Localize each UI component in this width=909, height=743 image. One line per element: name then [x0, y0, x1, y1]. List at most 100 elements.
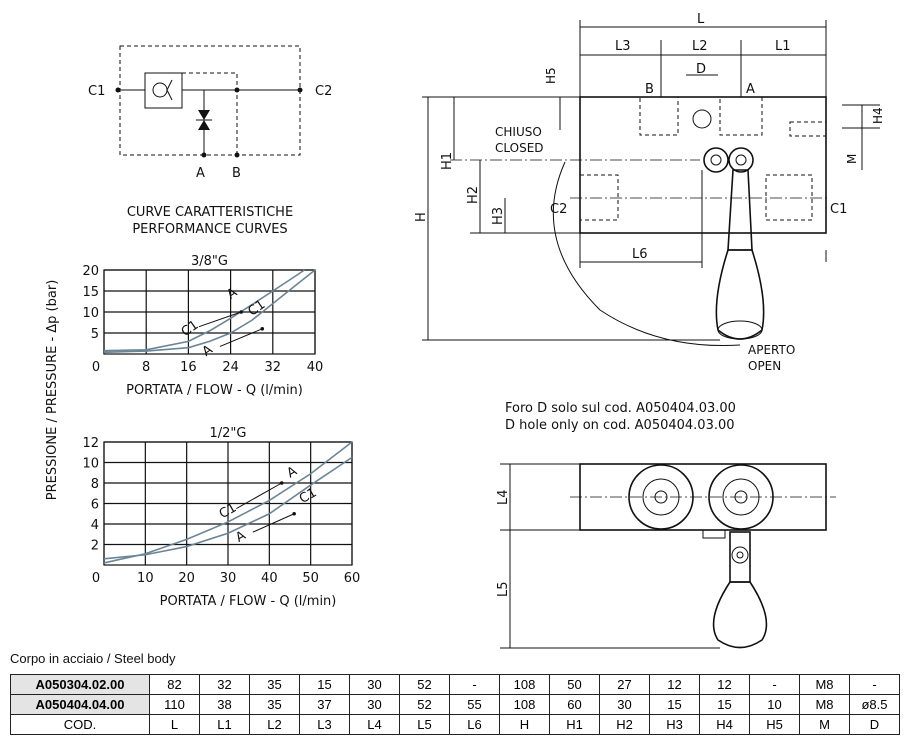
y-tick-label: 6 — [91, 498, 99, 513]
table-cell: - — [449, 674, 500, 695]
table-cell: 12 — [649, 674, 700, 695]
table-cell: 38 — [199, 694, 250, 715]
table-cell: - — [849, 674, 900, 695]
closed-label-it: CHIUSO — [495, 125, 542, 139]
x-tick-label: 60 — [344, 571, 361, 586]
x-tick-label: 0 — [92, 360, 100, 375]
dim-h: H — [414, 212, 429, 222]
port-label-c1: C1 — [88, 84, 105, 99]
table-cell: 15 — [699, 694, 750, 715]
note-it: Foro D solo sul cod. A050404.03.00 — [505, 401, 736, 416]
table-cell: 60 — [549, 694, 600, 715]
x-tick-label: 40 — [307, 360, 324, 375]
chart-title: 1/2"G — [210, 426, 247, 441]
x-tick-label: 16 — [180, 360, 197, 375]
x-tick-label: 24 — [222, 360, 239, 375]
arrow-head — [292, 511, 296, 516]
table-cell: 30 — [599, 694, 650, 715]
table-cell: 108 — [499, 674, 550, 695]
table-cell: L3 — [299, 714, 350, 735]
table-cell: 12 — [699, 674, 750, 695]
annotation-arrow — [252, 513, 295, 533]
table-cell: 35 — [249, 694, 300, 715]
dim-h3: H3 — [491, 207, 506, 225]
arrow-head — [260, 327, 265, 331]
arrow-head — [279, 481, 284, 485]
table-cell: H1 — [549, 714, 600, 735]
hydraulic-schematic: C1 C2 A B — [88, 45, 332, 181]
dim-l1: L1 — [775, 39, 791, 54]
dim-d: D — [696, 62, 706, 77]
open-label-en: OPEN — [748, 359, 781, 373]
y-axis-label: PRESSIONE / PRESSURE - Δp (bar) — [45, 280, 60, 501]
curves-title-it: CURVE CARATTERISTICHE — [127, 205, 293, 220]
x-tick-label: 40 — [261, 571, 278, 586]
dim-h2: H2 — [466, 186, 481, 204]
x-tick-label: 8 — [142, 360, 150, 375]
chart-title: 3/8"G — [191, 254, 228, 269]
table-cell: 108 — [499, 694, 550, 715]
table-caption: Corpo in acciaio / Steel body — [10, 651, 176, 666]
dim-h1: H1 — [440, 152, 455, 170]
table-cell: 10 — [749, 694, 800, 715]
table-cell: - — [749, 674, 800, 695]
dim-l6: L6 — [632, 247, 648, 262]
y-tick-label: 10 — [82, 306, 99, 321]
table-cell: L5 — [399, 714, 450, 735]
y-tick-label: 15 — [82, 285, 99, 300]
table-cell: D — [849, 714, 900, 735]
annotation-from-label: A — [200, 342, 216, 359]
table-cell: 32 — [199, 674, 250, 695]
table-cell: H5 — [749, 714, 800, 735]
code-cell: A050304.02.00 — [10, 674, 150, 695]
table-cell: M — [799, 714, 850, 735]
dim-h5: H5 — [544, 67, 558, 84]
annotation-arrow — [236, 482, 282, 510]
table-cell: 52 — [399, 674, 450, 695]
x-tick-label: 30 — [220, 571, 237, 586]
y-tick-label: 12 — [82, 436, 99, 451]
series-curve-a-to-c1 — [103, 456, 353, 560]
table-cell: L4 — [349, 714, 400, 735]
table-cell: 37 — [299, 694, 350, 715]
y-tick-label: 5 — [91, 327, 99, 342]
y-tick-label: 20 — [82, 264, 99, 279]
dim-l3: L3 — [615, 39, 631, 54]
table-cell: 30 — [349, 674, 400, 695]
table-cell: 15 — [649, 694, 700, 715]
code-cell: A050404.04.00 — [10, 694, 150, 715]
closed-label-en: CLOSED — [495, 141, 544, 155]
dim-h4: H4 — [871, 107, 885, 124]
table-cell: 50 — [549, 674, 600, 695]
port-label-c2: C2 — [315, 84, 332, 99]
table-cell: M8 — [799, 674, 850, 695]
port-label-a: A — [196, 166, 205, 181]
dim-m: M — [845, 154, 859, 164]
table-cell: L — [149, 714, 200, 735]
table-cell: L2 — [249, 714, 300, 735]
x-tick-label: 50 — [302, 571, 319, 586]
port-a: A — [746, 82, 755, 97]
table-cell: 55 — [449, 694, 500, 715]
table-cell: M8 — [799, 694, 850, 715]
table-cell: 15 — [299, 674, 350, 695]
table-cell: 82 — [149, 674, 200, 695]
table-cell: L6 — [449, 714, 500, 735]
annotation-to-label: A — [285, 464, 300, 481]
table-cell: 110 — [149, 694, 200, 715]
y-tick-label: 2 — [91, 539, 99, 554]
front-view: L L3 L2 L1 D B A H5 H4 M H H1 H2 H3 C2 C… — [414, 12, 885, 373]
annotation-to-label: C1 — [245, 297, 268, 319]
x-tick-label: 20 — [178, 571, 195, 586]
y-tick-label: 10 — [82, 457, 99, 472]
table-cell: L1 — [199, 714, 250, 735]
annotation-from-label: A — [233, 528, 248, 545]
table-cell: H — [499, 714, 550, 735]
